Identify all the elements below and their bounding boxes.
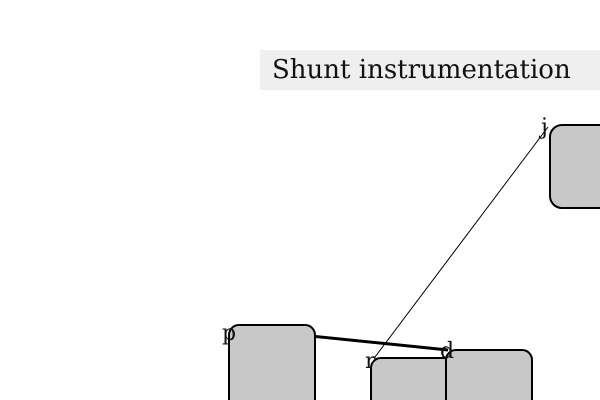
node-r-label: r [365,349,376,374]
node-j-label: j [538,115,548,140]
title-background [260,50,600,90]
node-d-label: d [440,339,454,364]
diagram-title: Shunt instrumentation [272,55,571,85]
edge-r-j [374,126,549,358]
node-j-box[interactable] [549,124,600,209]
node-p-label: p [222,321,236,346]
node-d-box[interactable] [445,349,533,400]
node-p-box[interactable] [228,324,316,400]
